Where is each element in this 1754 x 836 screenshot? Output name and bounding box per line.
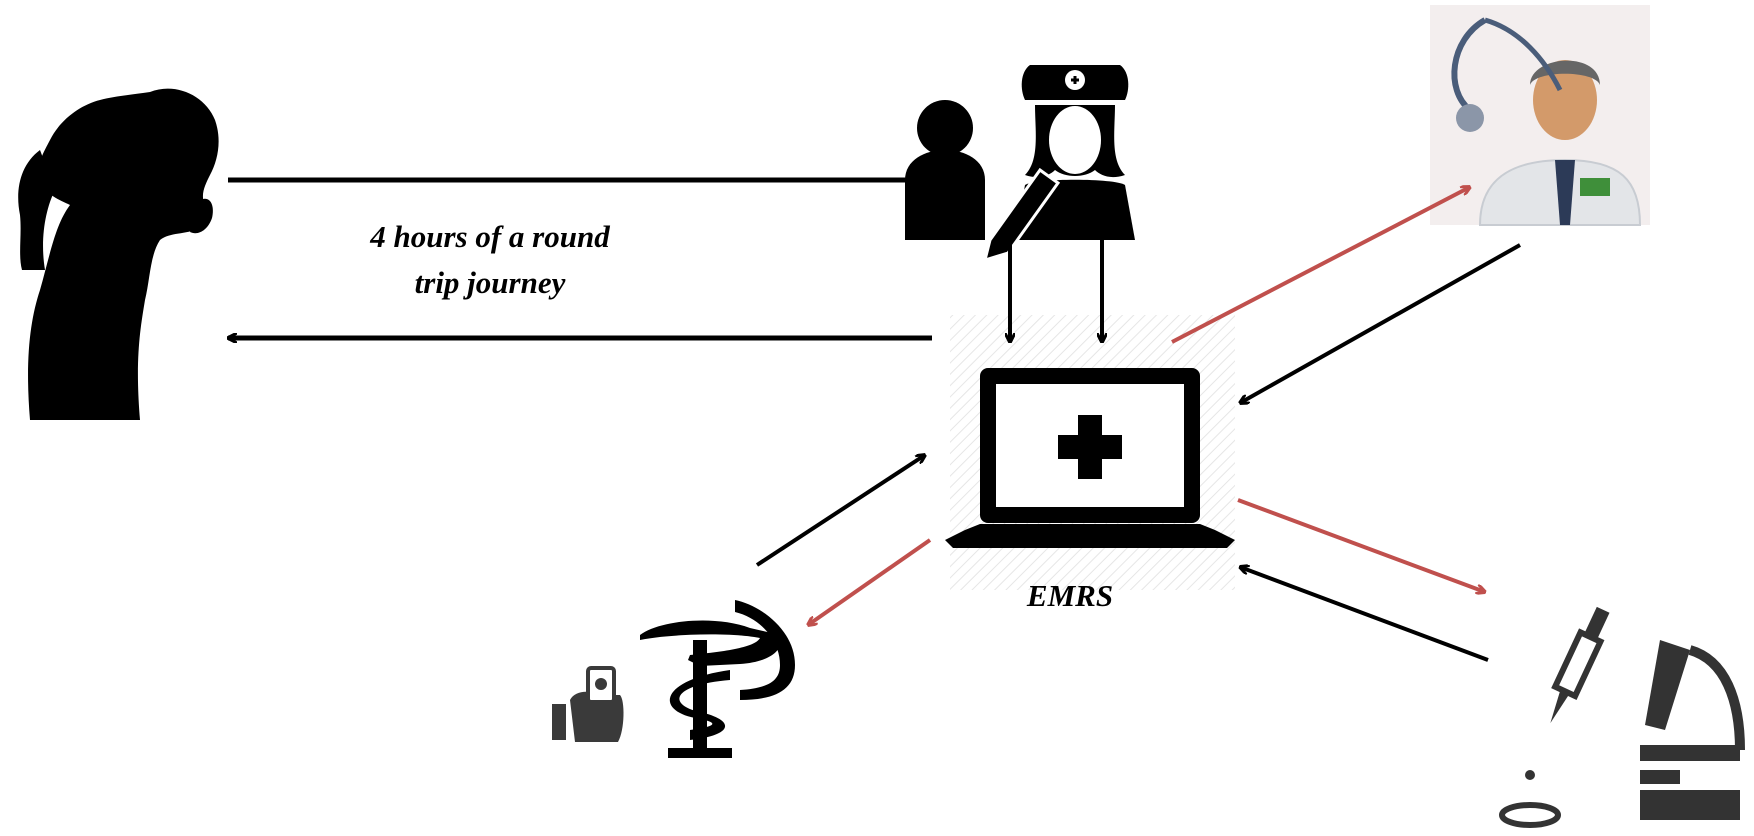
patient-coughing-icon (18, 88, 219, 420)
arrow-laptop-to-lab (1237, 498, 1485, 592)
arrow-laptop-to-doctor (1171, 187, 1470, 344)
arrow-lab-to-laptop (1240, 567, 1489, 662)
hand-with-money-icon (552, 666, 624, 742)
journey-time-label: 4 hours of a round trip journey (300, 214, 680, 306)
arrow-doctor-to-laptop (1240, 243, 1521, 403)
journey-label-line-1: 4 hours of a round (370, 219, 610, 254)
nurse-and-registrar-icon (905, 65, 1135, 263)
emrs-label: EMRS (1026, 578, 1114, 613)
laptop-emr-icon (945, 315, 1235, 590)
pharmacy-symbol-icon (640, 600, 795, 758)
journey-label-line-2: trip journey (414, 265, 566, 300)
pipette-and-microscope-icon (1499, 606, 1745, 828)
arrow-pharmacy-to-laptop (755, 455, 925, 567)
arrow-laptop-to-pharmacy (808, 538, 932, 625)
